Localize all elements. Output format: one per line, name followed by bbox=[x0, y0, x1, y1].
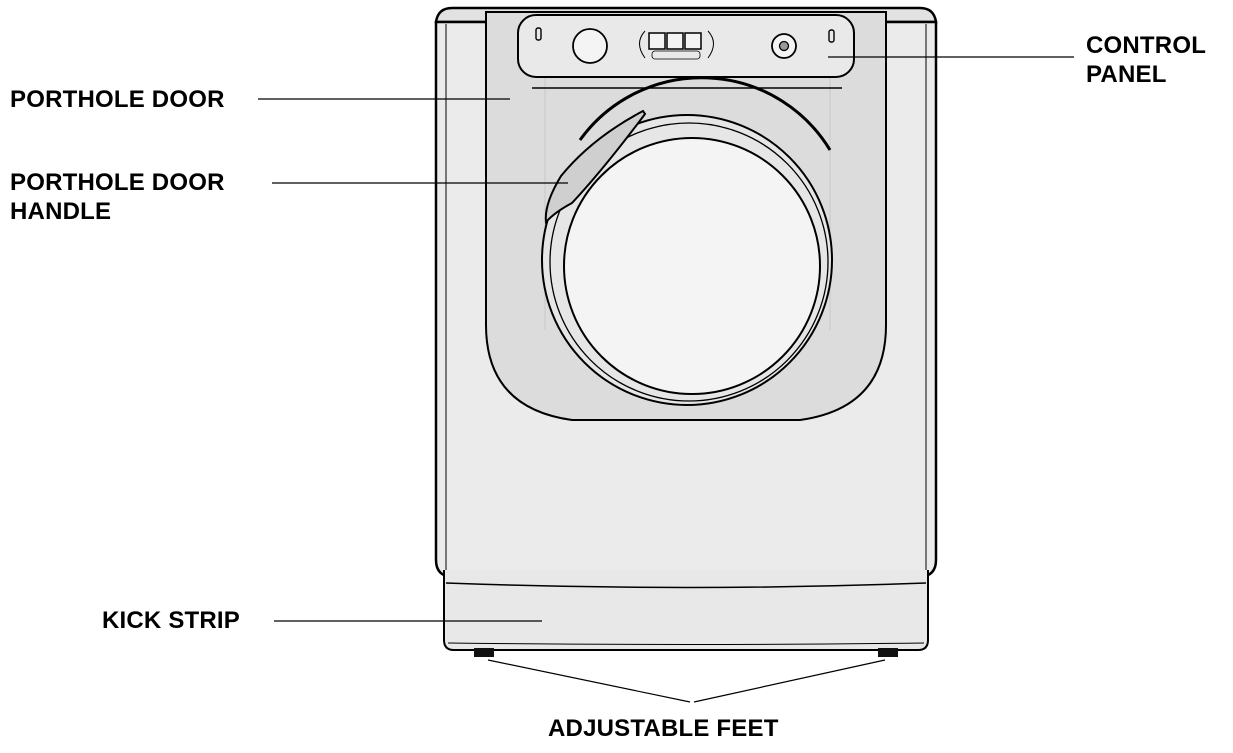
display-segment-1 bbox=[648, 32, 666, 50]
label-porthole-door-handle: PORTHOLE DOOR HANDLE bbox=[10, 168, 225, 226]
label-porthole-door: PORTHOLE DOOR bbox=[10, 86, 225, 113]
label-porthole-door-handle-line2: HANDLE bbox=[10, 198, 112, 225]
label-adjustable-feet: ADJUSTABLE FEET bbox=[548, 715, 779, 742]
label-porthole-door-handle-line1: PORTHOLE DOOR bbox=[10, 169, 225, 196]
label-control-panel-line1: CONTROL bbox=[1086, 32, 1207, 59]
indicator-light-left bbox=[535, 27, 542, 41]
display-bracket-right bbox=[707, 30, 714, 59]
kick-strip-top-edge bbox=[445, 582, 927, 589]
indicator-light-right bbox=[828, 29, 835, 43]
adjustable-foot-left bbox=[474, 648, 494, 657]
label-control-panel-line2: PANEL bbox=[1086, 61, 1167, 88]
porthole-glass bbox=[563, 137, 821, 395]
porthole-top-shadow bbox=[578, 76, 832, 151]
porthole-door-handle bbox=[544, 109, 647, 225]
label-kick-strip: KICK STRIP bbox=[102, 607, 241, 634]
adjustable-foot-right bbox=[878, 648, 898, 657]
display-bracket-left bbox=[639, 30, 646, 59]
label-control-panel: CONTROL PANEL bbox=[1086, 31, 1206, 89]
program-selector-knob bbox=[572, 28, 608, 64]
display-button-row bbox=[651, 50, 701, 60]
kick-strip bbox=[443, 570, 929, 651]
display-segment-2 bbox=[666, 32, 684, 50]
porthole-rim bbox=[549, 122, 829, 402]
leader-adjustable-foot-right bbox=[693, 659, 886, 703]
kick-strip-bottom-edge bbox=[447, 642, 925, 645]
start-button-inner bbox=[778, 40, 790, 52]
display-segment-3 bbox=[684, 32, 702, 50]
leader-adjustable-foot-left bbox=[487, 659, 691, 703]
